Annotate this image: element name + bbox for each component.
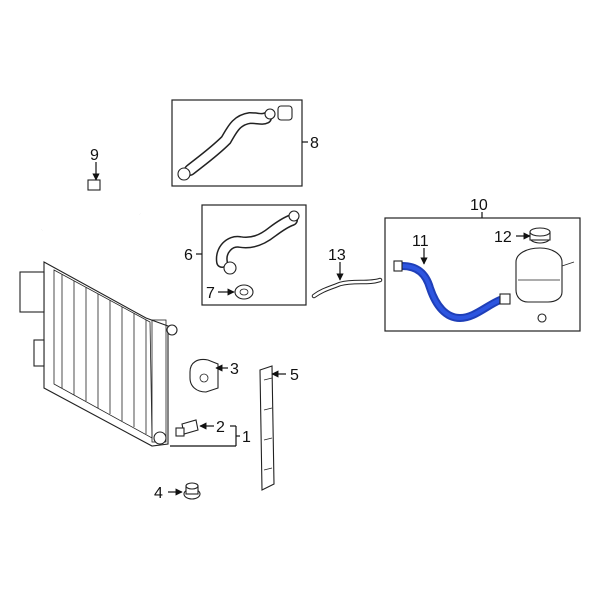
callout-9: 9 (90, 147, 99, 164)
part-11-end-fitting-left (393, 260, 403, 272)
part-6-lower-hose (215, 210, 300, 275)
radiator-inlet (166, 324, 178, 336)
callout-3: 3 (230, 361, 239, 378)
radiator-mount (33, 339, 45, 367)
part-6-clamp-lower (223, 261, 237, 275)
callout-1: 1 (242, 429, 251, 446)
part-8-connector (277, 105, 293, 121)
radiator-outlet (153, 431, 167, 445)
callout-5: 5 (290, 367, 299, 384)
part-3-fitting[interactable] (189, 358, 219, 393)
part-8-clamp-upper (264, 108, 276, 120)
part-9-coolant-pipe[interactable] (41, 179, 141, 232)
callout-2: 2 (216, 419, 225, 436)
part-11-reservoir-hose[interactable] (393, 260, 511, 323)
radiator-bracket-left (19, 271, 45, 313)
part-8-upper-hose (177, 105, 293, 181)
radiator-core-fins (61, 274, 147, 434)
callout-6: 6 (184, 247, 193, 264)
part-6-clamp-upper (288, 210, 300, 222)
callout-13: 13 (328, 247, 346, 264)
part-5-air-deflector[interactable] (259, 365, 275, 491)
part-2-drain-plug[interactable] (175, 419, 199, 437)
callout-4: 4 (154, 485, 163, 502)
part-7-clamp[interactable] (234, 284, 254, 300)
callout-1-bracket (170, 425, 240, 447)
part-11-end-fitting-right (499, 293, 511, 305)
callout-11: 11 (412, 233, 429, 250)
reservoir-mount-grommet (537, 313, 547, 323)
radiator[interactable] (19, 261, 178, 447)
callout-10: 10 (470, 197, 488, 214)
callout-7: 7 (206, 285, 215, 302)
coolant-reservoir-tank (515, 247, 575, 323)
callout-8: 8 (310, 135, 319, 152)
part-4-grommet[interactable] (183, 482, 201, 500)
part-8-clamp-lower (177, 167, 191, 181)
callout-12: 12 (494, 229, 512, 246)
part-9-fitting (87, 179, 101, 191)
part-12-reservoir-cap[interactable] (529, 227, 551, 244)
part-13-bleed-hose[interactable] (311, 277, 383, 299)
